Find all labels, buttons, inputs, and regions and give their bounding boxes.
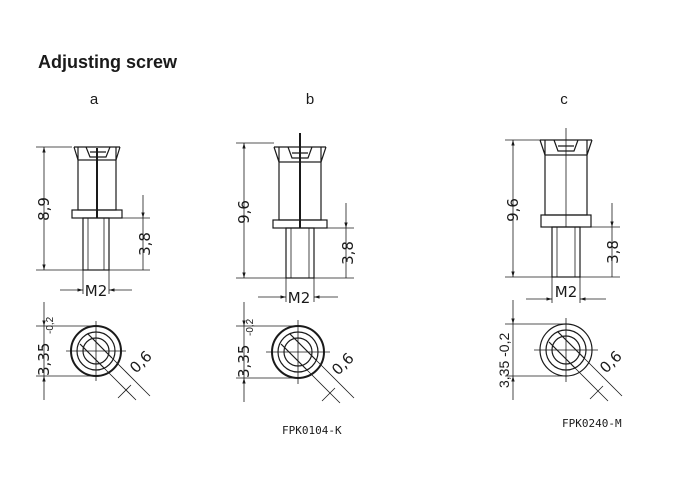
variant-a-shaft-dim: 3,8: [136, 232, 154, 256]
variant-b-code: FPK0104-K: [282, 424, 342, 437]
variant-a-label: a: [90, 91, 99, 108]
variant-a-diameter-tol: -0,2: [45, 316, 56, 334]
variant-c-code: FPK0240-M: [562, 417, 622, 430]
variant-b-label: b: [306, 91, 314, 108]
variant-c-height-dim: 9,6: [504, 198, 522, 222]
variant-c-label: c: [560, 91, 568, 108]
variant-a-end-view: [66, 321, 126, 381]
variant-c-side-view: [539, 128, 593, 278]
variant-a-diameter-dim: 3,35: [35, 343, 53, 376]
variant-b-thread-dim: M2: [288, 289, 311, 307]
variant-a-height-dim: 8,9: [35, 197, 53, 221]
variant-a-thread-dim: M2: [85, 282, 108, 300]
section-heading: Adjusting screw: [38, 52, 178, 72]
variant-b: b 9,6 3,8 M2: [235, 91, 358, 437]
variant-b-side-view: [272, 133, 328, 279]
variant-a-side-view: [71, 146, 123, 271]
variant-b-diameter-dim: 3,35: [235, 345, 253, 378]
variant-b-slot-dim: 0,6: [328, 349, 358, 379]
variant-b-diameter-tol: -0,2: [245, 318, 256, 336]
variant-c-thread-dim: M2: [555, 283, 578, 301]
variant-c-slot-dim: 0,6: [596, 347, 626, 377]
variant-a-slot-dim: 0,6: [126, 347, 156, 377]
variant-b-height-dim: 9,6: [235, 200, 253, 224]
variant-b-end-view: [266, 320, 330, 384]
variant-c-diameter-dim: 3,35 -0,2: [496, 333, 512, 388]
variant-b-shaft-dim: 3,8: [339, 241, 357, 265]
variant-c-shaft-dim: 3,8: [604, 240, 622, 264]
variant-c-end-view: [534, 318, 598, 382]
variant-c: c 9,6 3,8 M2: [496, 91, 626, 430]
variant-a: a 8,9 3,8 M2: [35, 91, 156, 401]
